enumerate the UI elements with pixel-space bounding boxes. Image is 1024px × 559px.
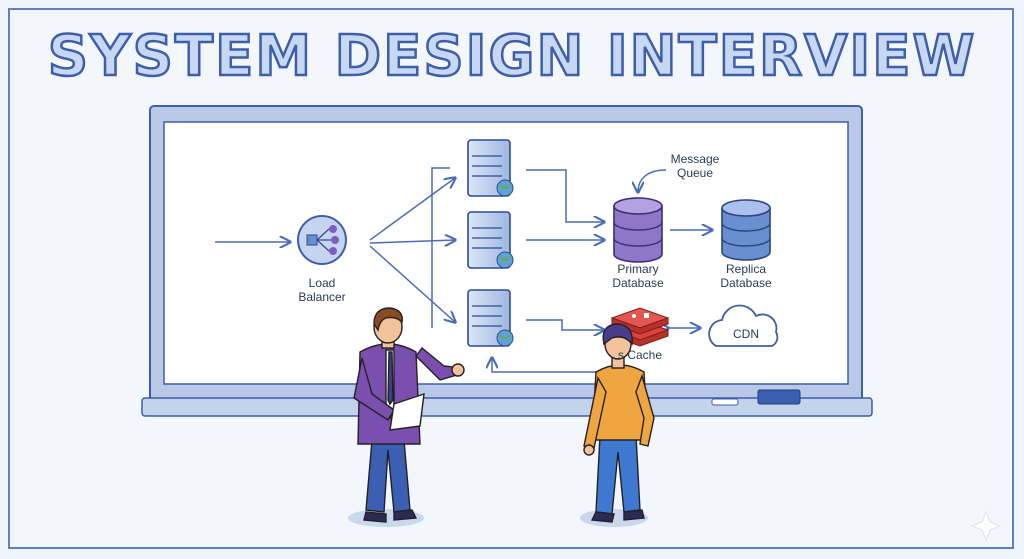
load-balancer-label: Load Balancer [298,276,346,304]
connector-lines [215,167,712,373]
server-icon [467,289,514,347]
listener-figure [583,323,655,523]
server-icon [467,211,514,269]
cdn-cloud-icon [708,304,779,347]
primary-database-icon [613,197,663,263]
load-balancer-icon [297,215,347,265]
server-icon [467,139,514,197]
message-queue-label: Message Queue [670,152,720,180]
presenter-figure [353,307,465,523]
cache-label: s Cache [618,348,663,362]
primary-database-label: Primary Database [612,262,664,290]
page-title: SYSTEM DESIGN INTERVIEW [46,23,977,91]
eraser-icon [757,389,801,405]
marker-icon [711,398,739,406]
replica-database-icon [721,199,771,261]
cdn-label: CDN [733,327,759,341]
sparkle-icon [970,510,1002,542]
replica-database-label: Replica Database [720,262,772,290]
